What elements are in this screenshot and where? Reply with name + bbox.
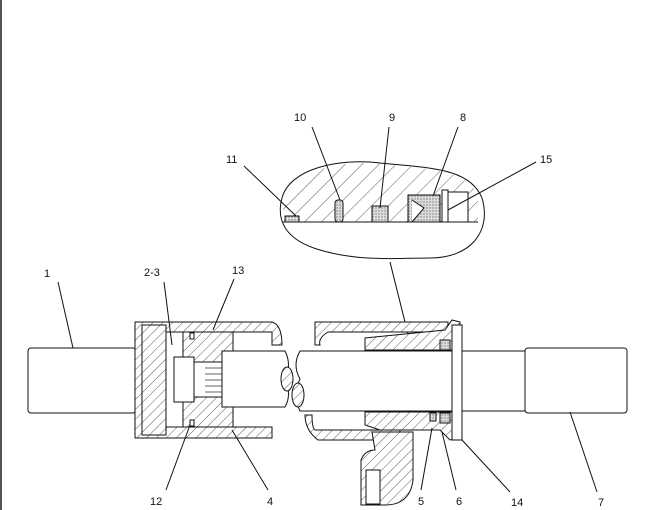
- callout-labels: 1 2-3 13 10 9 8 11 15 12 4 5 6 14 7: [44, 112, 604, 509]
- cylinder-rod-head: [304, 319, 463, 506]
- retainer-14: [451, 324, 463, 441]
- wiper-15: [441, 189, 449, 223]
- callout-8: 8: [460, 112, 466, 124]
- ring-9: [371, 205, 389, 223]
- rod-end-7: [524, 347, 628, 414]
- callout-2-3: 2-3: [144, 267, 160, 279]
- piston-rod: [221, 350, 528, 412]
- seal-5: [429, 412, 437, 422]
- cap-end-rod-1: [27, 347, 137, 414]
- callout-13: 13: [232, 265, 244, 277]
- detail-view-ellipse: [279, 161, 485, 260]
- callout-15: 15: [540, 154, 552, 166]
- callout-5: 5: [418, 496, 424, 508]
- callout-11: 11: [226, 154, 237, 166]
- seal-11: [284, 215, 300, 223]
- callout-14: 14: [511, 497, 523, 509]
- callout-12: 12: [150, 496, 162, 508]
- callout-4: 4: [267, 496, 273, 508]
- callout-6: 6: [456, 496, 462, 508]
- leader-lines: [57, 126, 598, 493]
- callout-9: 9: [389, 112, 395, 124]
- callout-1: 1: [44, 268, 50, 280]
- callout-7: 7: [598, 497, 604, 509]
- seal-6: [439, 412, 451, 424]
- wear-ring-10: [334, 199, 344, 223]
- callout-10: 10: [294, 112, 306, 124]
